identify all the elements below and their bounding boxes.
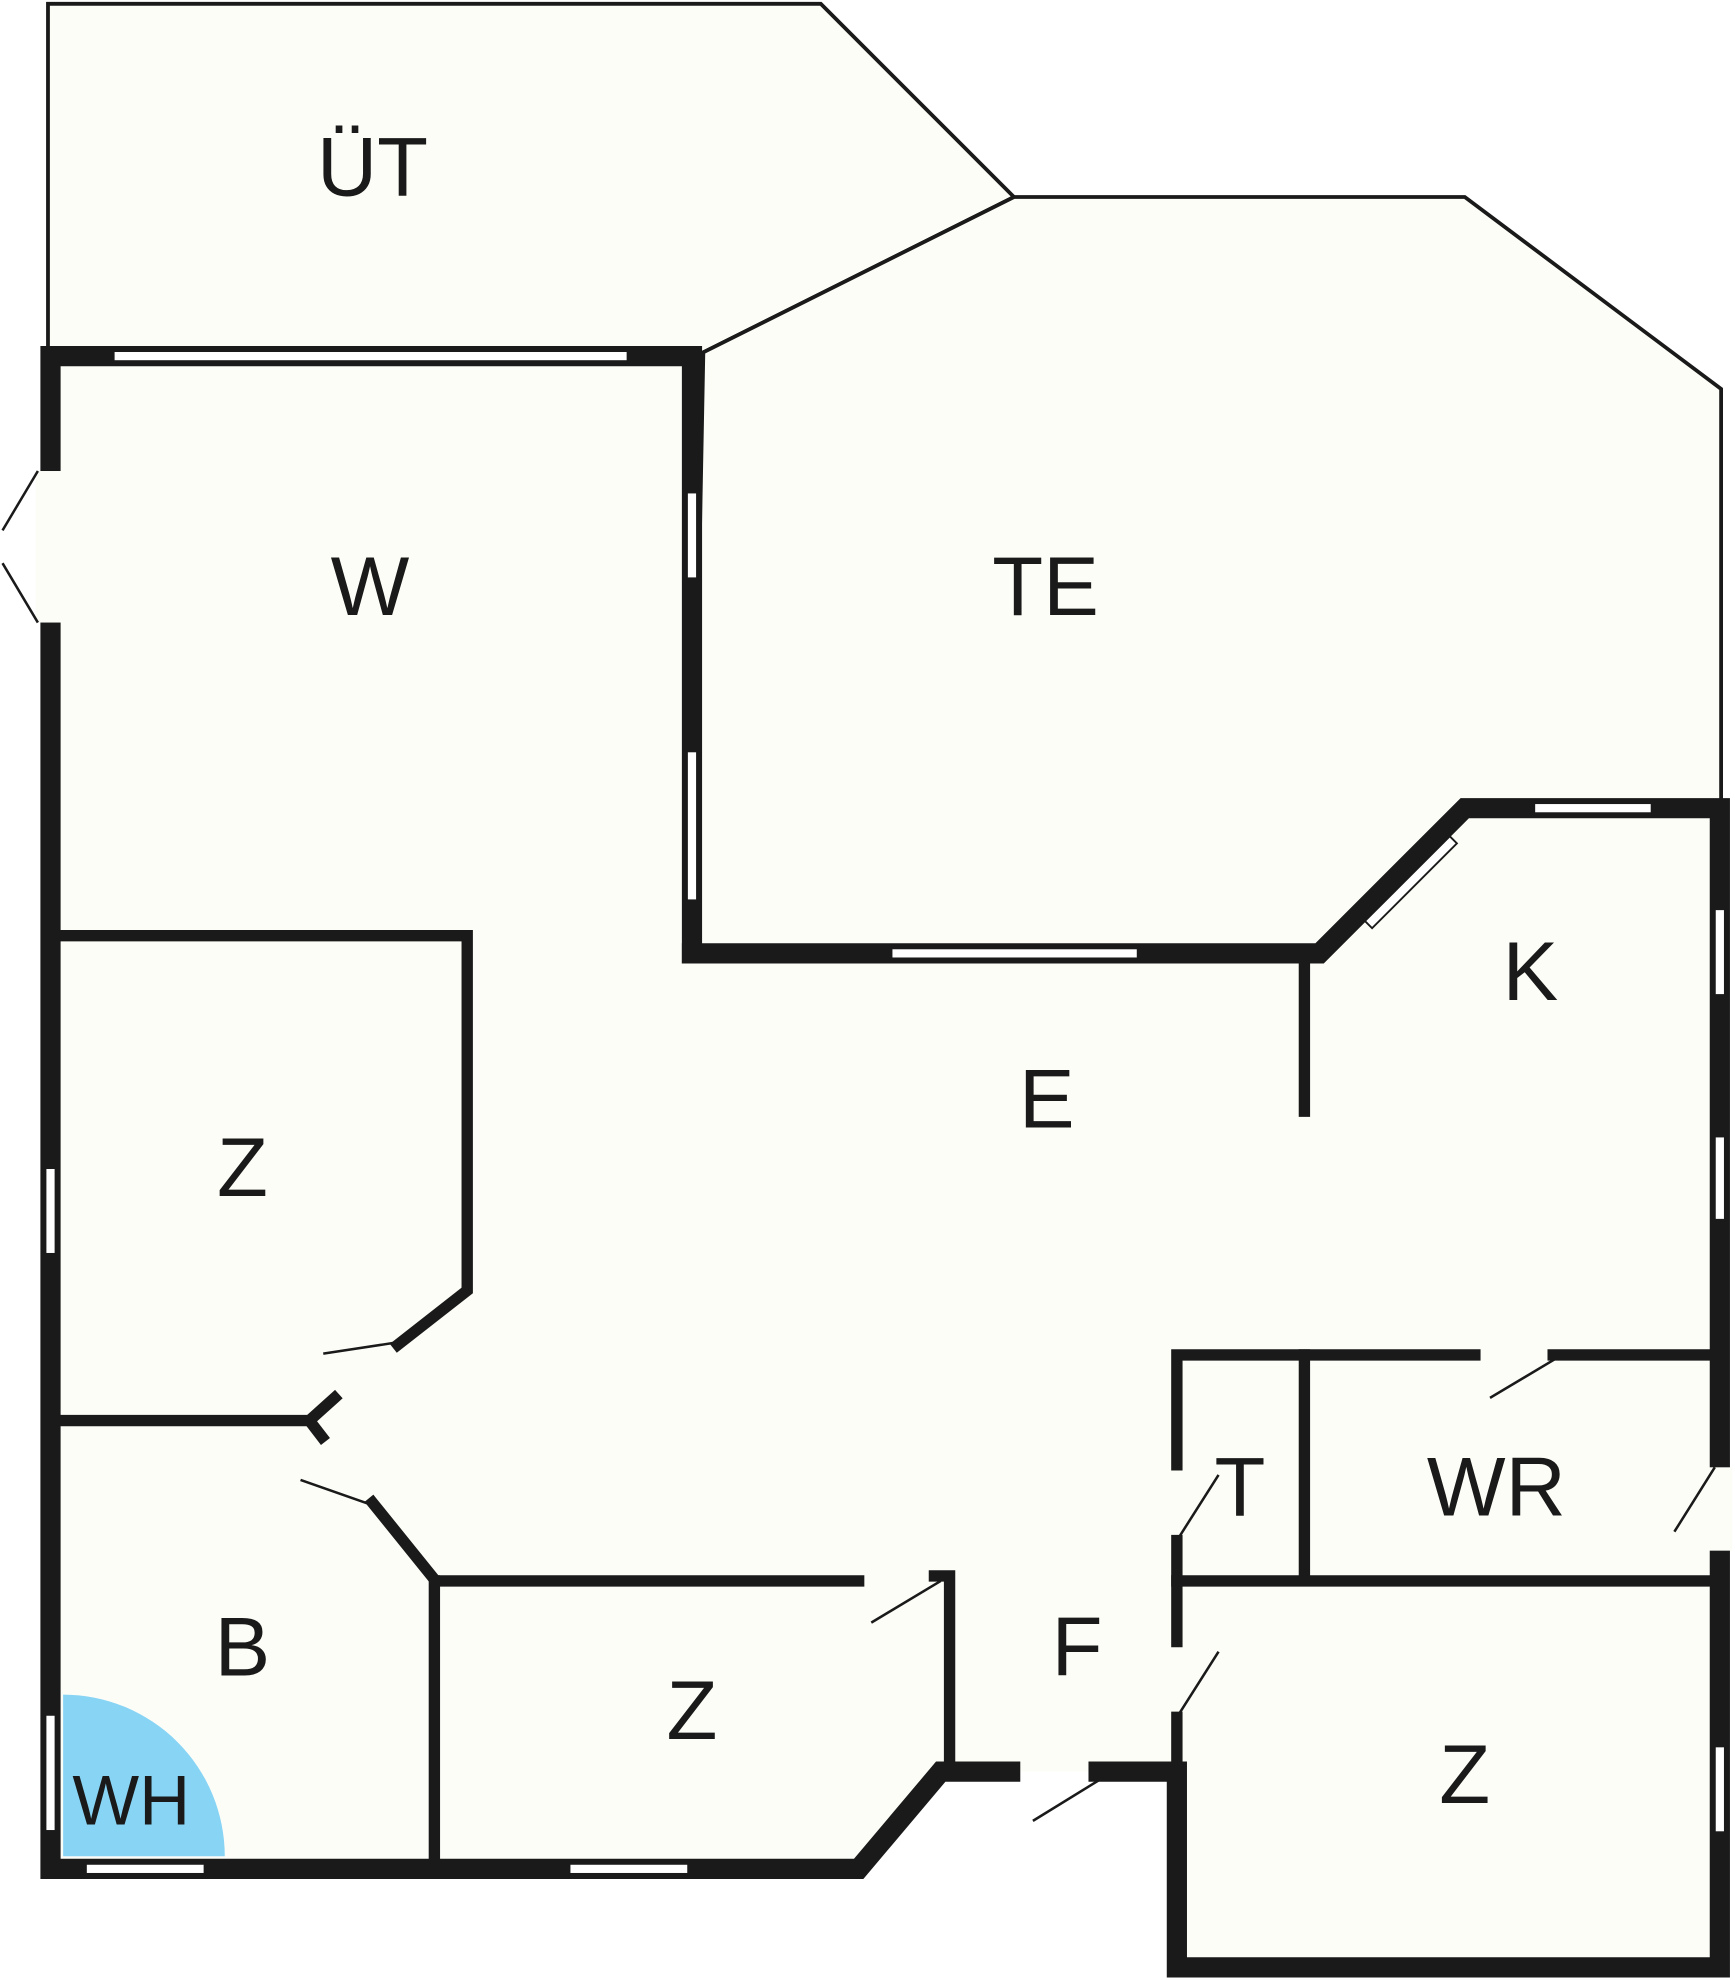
room-label-terrace: TE xyxy=(992,540,1098,633)
room-label-kitchen: K xyxy=(1503,925,1559,1018)
room-label-bedroom-3: Z xyxy=(1439,1728,1490,1821)
room-label-water-heater: WH xyxy=(72,1761,190,1840)
room-label-dining: E xyxy=(1019,1053,1075,1146)
room-label-toilet: T xyxy=(1215,1440,1266,1533)
room-label-outdoor: ÜT xyxy=(317,121,428,214)
room-label-bedroom-1: Z xyxy=(217,1121,268,1214)
room-label-living: W xyxy=(331,540,410,633)
room-label-hallway: F xyxy=(1052,1601,1103,1694)
exterior-wall xyxy=(40,346,1021,1879)
room-label-bathroom: B xyxy=(215,1601,271,1694)
room-label-washroom: WR xyxy=(1427,1440,1566,1533)
door-swings xyxy=(1,470,1716,1822)
interior-wall xyxy=(54,930,473,1353)
room-label-bedroom-2: Z xyxy=(667,1664,718,1757)
interior-wall xyxy=(301,1412,330,1445)
interior-wall xyxy=(1171,1349,1481,1471)
interior-wall xyxy=(928,1570,956,1768)
water-heater-zone xyxy=(63,1694,225,1857)
exterior-wall xyxy=(681,798,1730,1978)
windows xyxy=(44,350,1726,1875)
